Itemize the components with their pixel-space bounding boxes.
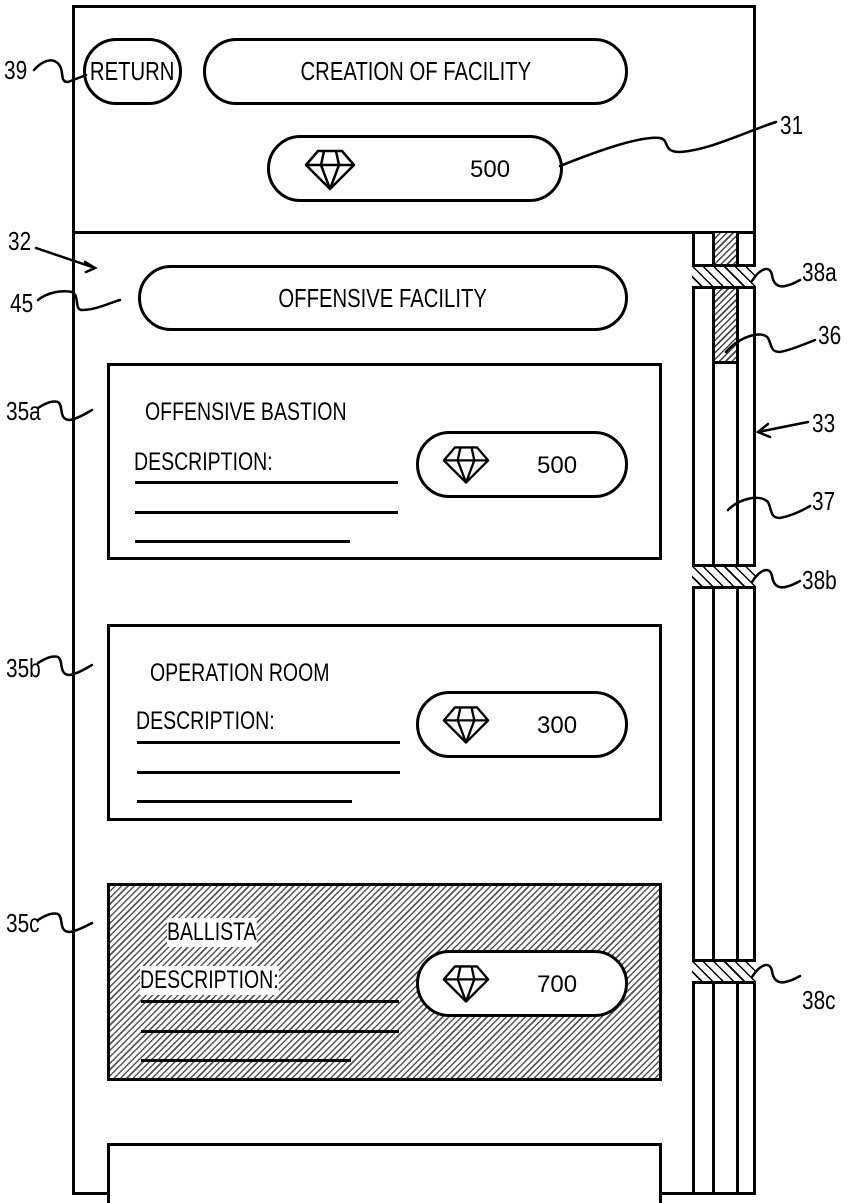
return-button-label: RETURN [90,56,175,87]
leader-scrollbar [758,422,808,432]
category-label: OFFENSIVE FACILITY [279,283,487,314]
scroll-marker-b[interactable] [692,564,756,589]
scrollbar-track[interactable] [715,231,736,1195]
scrollbar[interactable] [692,231,756,1195]
description-line [137,771,400,774]
page-title: CREATION OF FACILITY [203,38,628,105]
currency-display: 500 [267,135,563,202]
currency-value: 500 [470,156,510,184]
ref-label-category: 45 [10,288,33,319]
description-line [141,1030,399,1033]
facility-card[interactable]: OPERATION ROOM DESCRIPTION: 300 [107,624,662,821]
ref-label-return: 39 [4,55,27,86]
leader-scrollbar-arrowhead [758,424,770,437]
buy-button[interactable]: 300 [416,691,628,758]
facility-description-label: DESCRIPTION: [134,448,273,477]
scrollbar-border [692,231,695,1195]
facility-name: OFFENSIVE BASTION [145,398,347,427]
scrollbar-thumb[interactable] [715,233,736,364]
gem-icon [304,148,356,192]
gem-icon [442,704,490,746]
description-line [141,1000,399,1003]
facility-description-label: DESCRIPTION: [136,707,275,736]
leader-marker-b [752,570,800,587]
facility-card-partial[interactable] [107,1143,662,1203]
ref-label-card-b: 35b [6,653,41,684]
facility-description-label: DESCRIPTION: [140,966,279,995]
facility-name: BALLISTA [167,918,257,947]
leader-marker-c [752,965,800,982]
description-line [137,800,352,803]
ref-label-card-c: 35c [6,908,40,939]
facility-cost: 500 [537,452,577,480]
track-border [736,231,739,1195]
ref-label-thumb: 36 [818,320,841,351]
gem-icon [442,444,490,486]
scroll-marker-a[interactable] [692,264,756,289]
leader-marker-a [752,269,800,286]
ref-label-track: 37 [812,486,835,517]
description-line [135,481,398,484]
facility-card[interactable]: OFFENSIVE BASTION DESCRIPTION: 500 [107,363,662,560]
facility-name: OPERATION ROOM [150,659,329,688]
gem-icon [442,963,490,1005]
facility-cost: 300 [537,712,577,740]
ref-label-scrollbar: 33 [812,408,835,439]
page-title-text: CREATION OF FACILITY [300,56,531,87]
description-line [135,540,350,543]
description-line [137,741,400,744]
description-line [141,1059,351,1062]
scroll-marker-c[interactable] [692,959,756,984]
ref-label-marker-a: 38a [802,257,837,288]
facility-cost: 700 [537,971,577,999]
description-line [135,511,398,514]
buy-button[interactable]: 700 [416,950,628,1017]
ref-label-card-a: 35a [6,396,41,427]
facility-card-disabled[interactable]: BALLISTA DESCRIPTION: 700 [107,883,662,1081]
return-button[interactable]: RETURN [83,38,182,105]
buy-button[interactable]: 500 [416,431,628,498]
header-divider [72,231,756,234]
ref-label-scroll-area: 32 [8,226,31,257]
ref-label-marker-b: 38b [802,565,837,596]
category-tab-offensive-facility[interactable]: OFFENSIVE FACILITY [138,265,628,331]
ref-label-marker-c: 38c [802,985,836,1016]
ref-label-currency: 31 [780,110,803,141]
